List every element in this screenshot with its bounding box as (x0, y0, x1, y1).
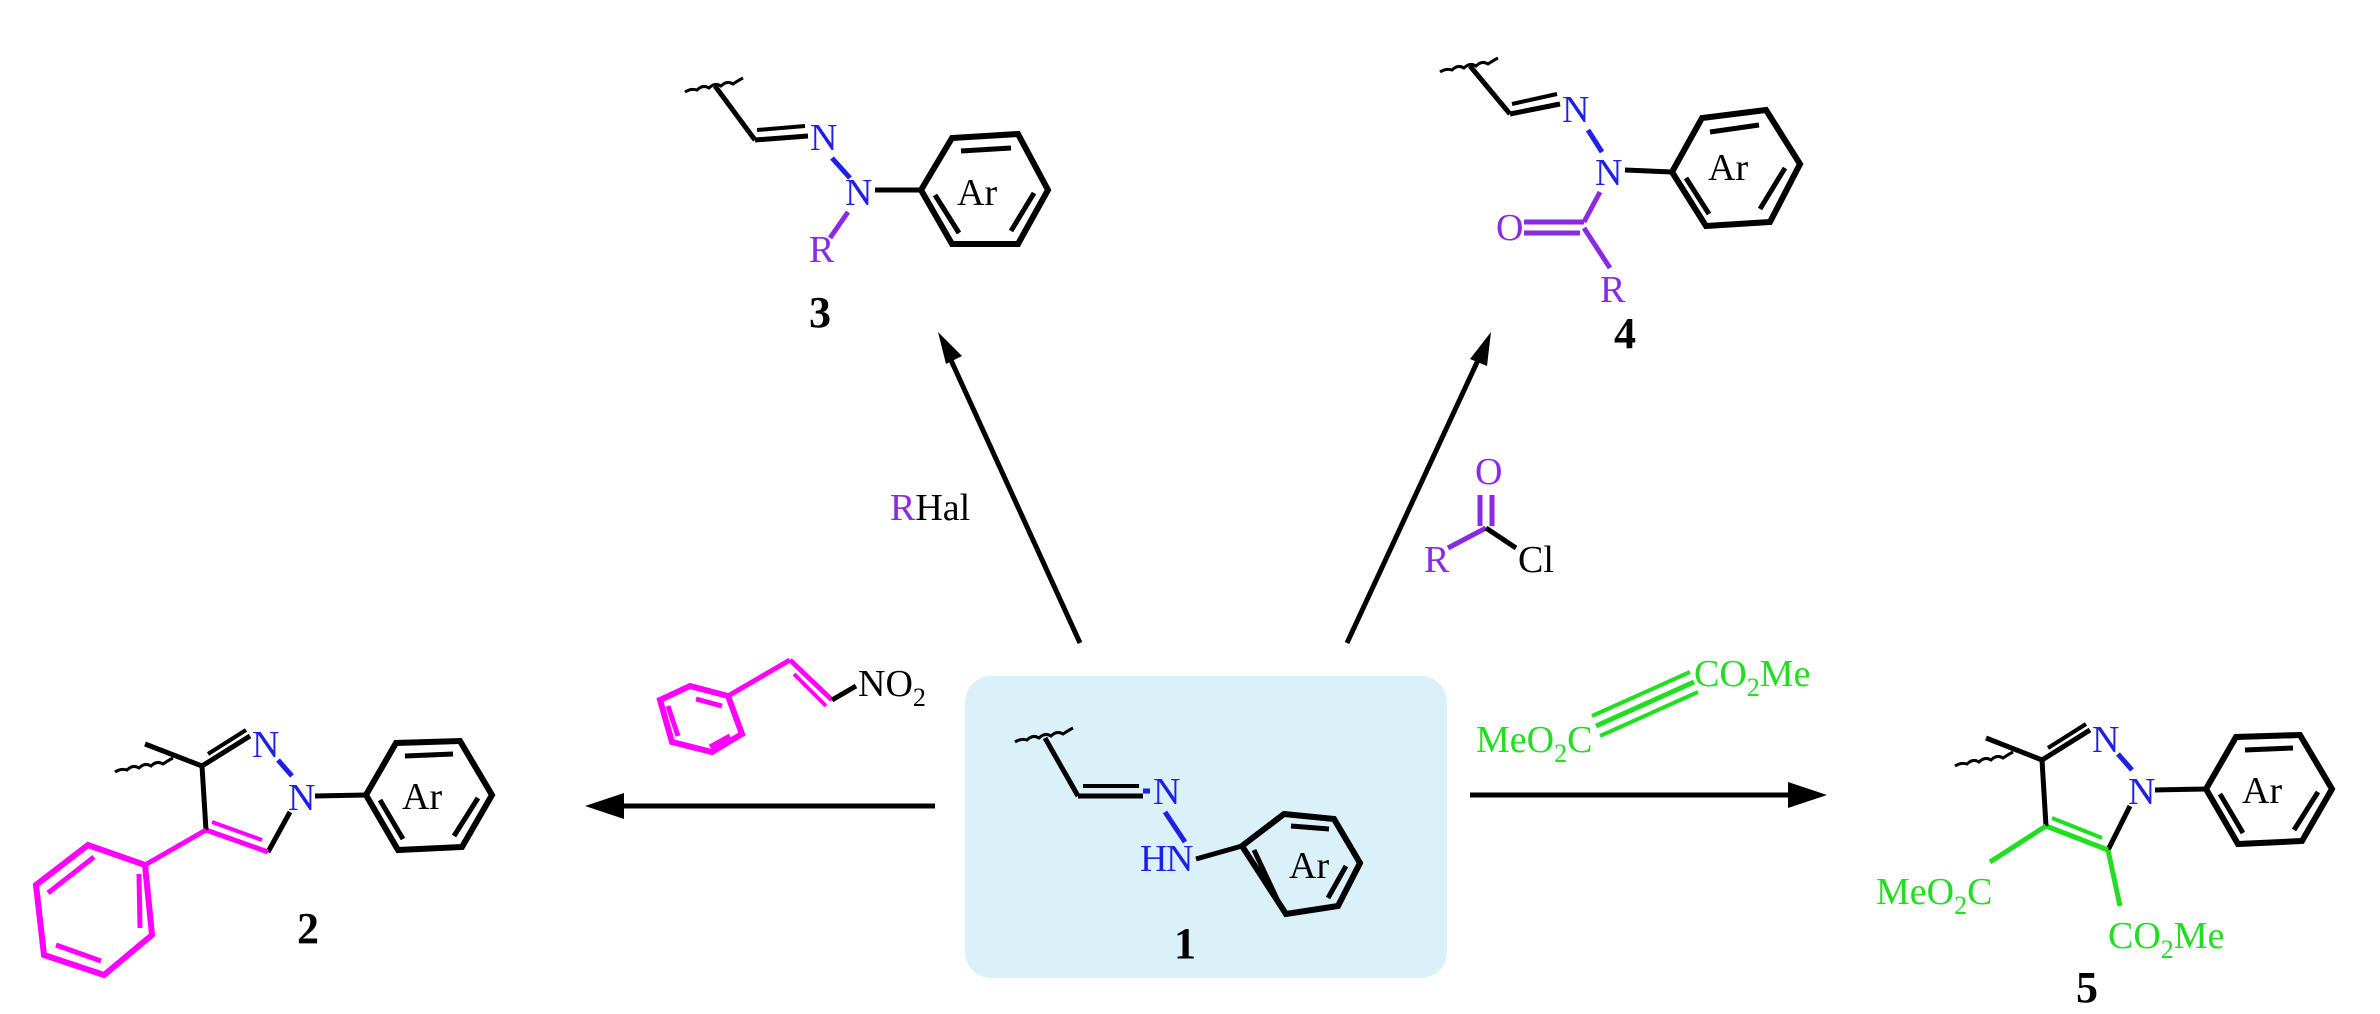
aryl-label: Ar (1708, 147, 1748, 189)
amide-nitrogen: N (1595, 152, 1622, 194)
compound-number-1: 1 (1174, 919, 1196, 968)
compound-4: N N O R Ar 4 (1439, 56, 1804, 358)
compound-5: N N MeO2C CO2Me Ar 5 (1876, 719, 2336, 1012)
imine-nitrogen: N (810, 117, 837, 159)
ring-nitrogen-1: N (288, 777, 315, 819)
aryl-label: Ar (402, 776, 442, 818)
ester-co2me: CO2Me (2108, 915, 2224, 964)
compound-1: N H N Ar 1 (1014, 726, 1364, 968)
compound-1-highlight-box (965, 676, 1447, 978)
reagent-nitrostyrene: NO2 (656, 657, 926, 756)
reagent-dmad: CO2Me MeO2C (1476, 653, 1810, 768)
wavy-attachment-bond (684, 76, 744, 94)
aryl-label: Ar (2242, 770, 2282, 812)
carbonyl-oxygen: O (1496, 207, 1523, 249)
nitro-group: NO2 (858, 663, 926, 712)
acyl-r: R (1424, 539, 1450, 581)
dmad-co2me: CO2Me (1694, 653, 1810, 702)
compound-number-3: 3 (809, 288, 831, 337)
compound-2: N N Ar 2 (32, 724, 496, 979)
compound-3: N N R Ar 3 (684, 76, 1052, 337)
reagent-rhal: RHal (890, 487, 970, 529)
imine-nitrogen: N (1562, 89, 1589, 131)
compound-number-2: 2 (297, 904, 319, 953)
ring-nitrogen-2: N (2092, 719, 2119, 761)
wavy-attachment-bond (1439, 56, 1499, 74)
arrow-to-3 (938, 332, 1083, 645)
ring-nitrogen-2: N (252, 724, 279, 766)
r-substituent: R (1600, 269, 1626, 311)
amine-nitrogen: N (845, 172, 872, 214)
reagent-acyl-chloride: O R Cl (1424, 451, 1554, 581)
dmad-meo2c: MeO2C (1476, 719, 1592, 768)
ring-nitrogen-1: N (2128, 771, 2155, 813)
aryl-label: Ar (1289, 845, 1329, 887)
wavy-attachment-bond (114, 756, 174, 774)
amine-nitrogen: N (1166, 838, 1193, 880)
acyl-oxygen: O (1475, 451, 1502, 493)
imine-nitrogen: N (1153, 771, 1180, 813)
arrow-to-4 (1344, 332, 1491, 645)
aryl-label: Ar (957, 172, 997, 214)
arrow-to-2 (585, 793, 935, 819)
arrow-to-5 (1470, 782, 1827, 808)
compound-number-5: 5 (2076, 963, 2098, 1012)
amine-hydrogen: H (1140, 838, 1167, 880)
r-substituent: R (809, 229, 835, 271)
compound-number-4: 4 (1614, 309, 1636, 358)
ester-meo2c: MeO2C (1876, 871, 1992, 920)
wavy-attachment-bond (1954, 750, 2014, 768)
wavy-attachment-bond (1014, 726, 1074, 744)
reaction-arrows (585, 332, 1827, 819)
acyl-chlorine: Cl (1518, 539, 1554, 581)
